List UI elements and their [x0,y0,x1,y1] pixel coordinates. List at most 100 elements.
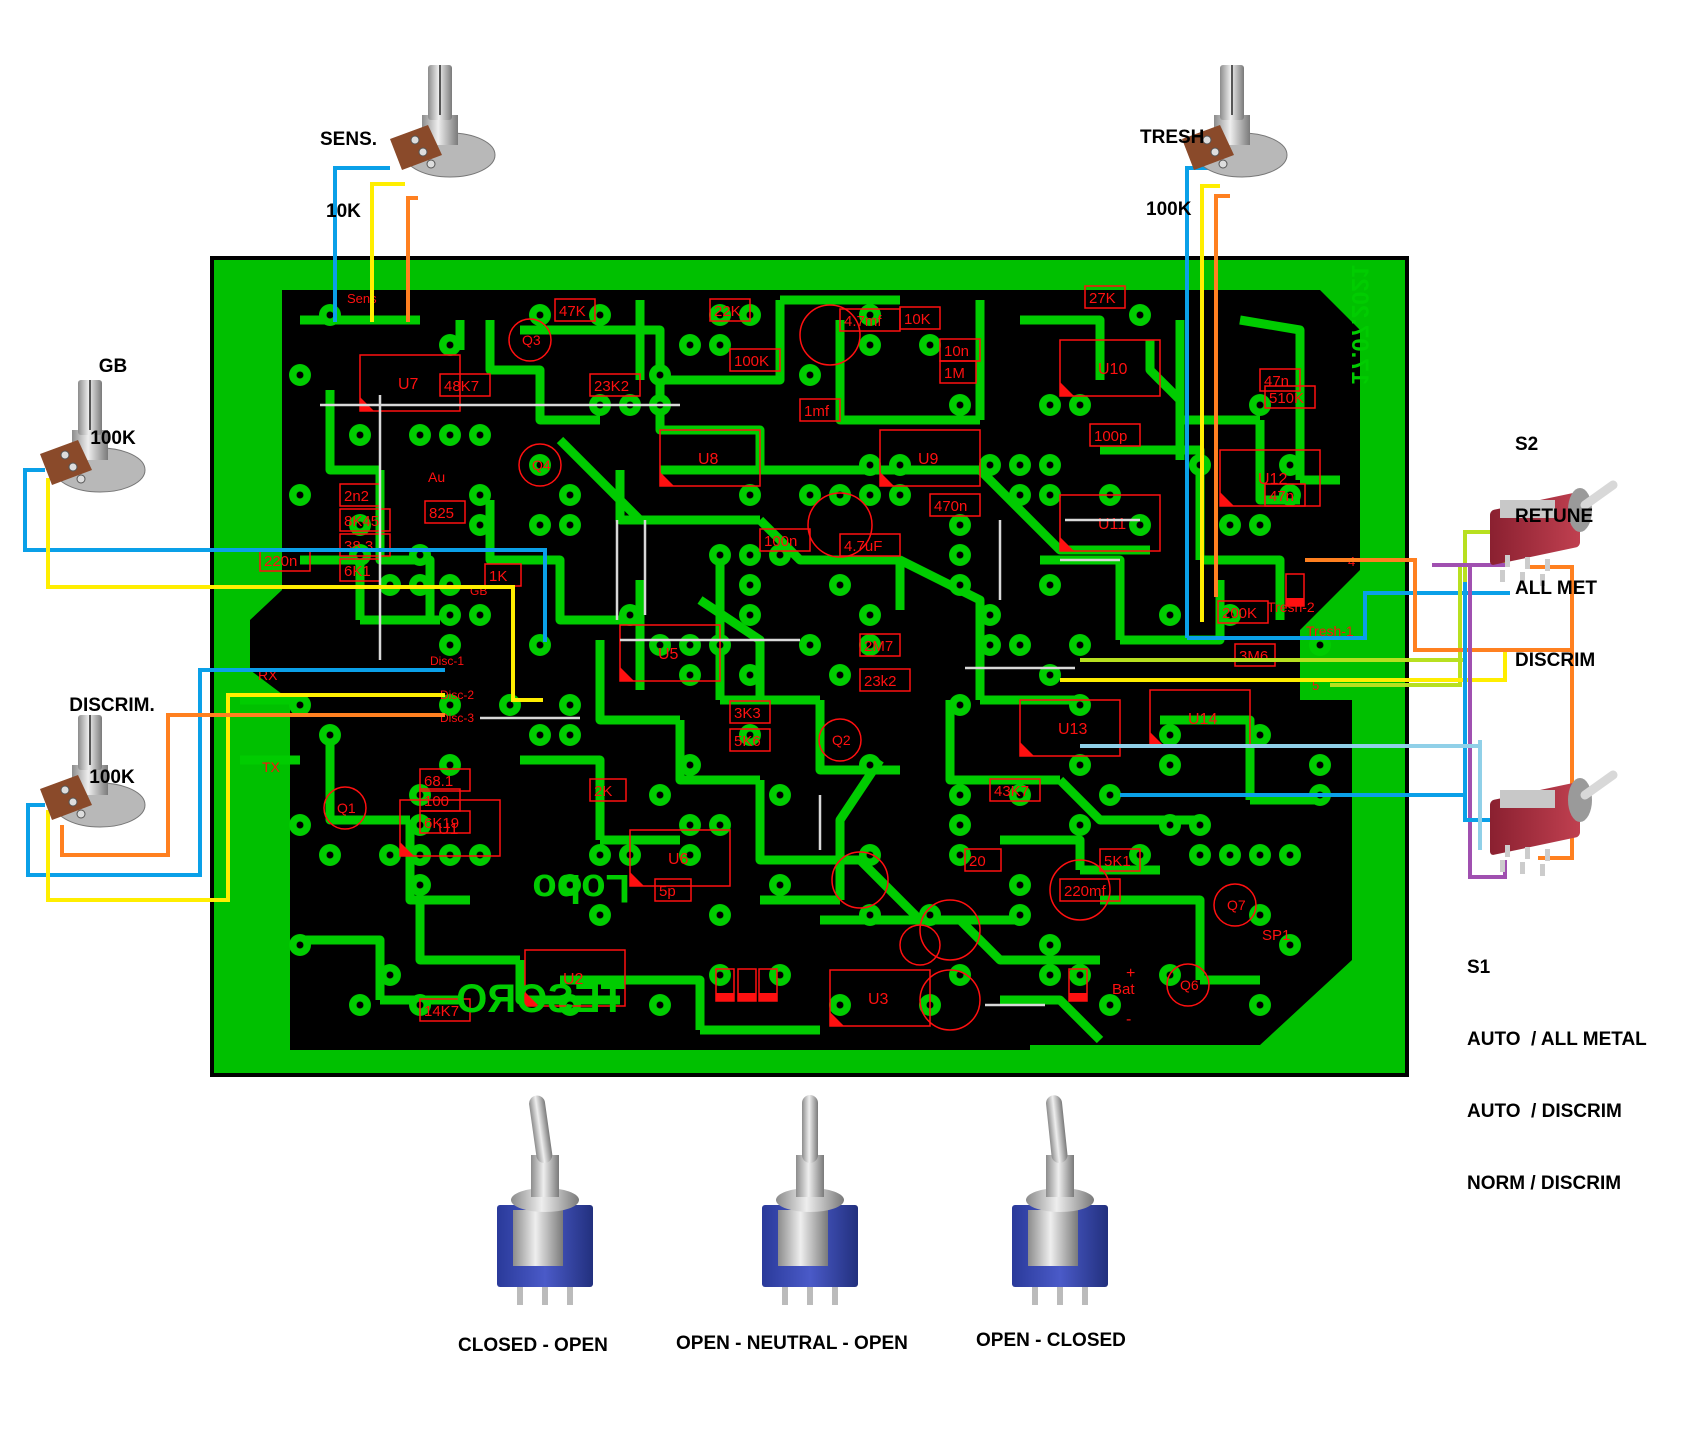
ic-outline-u6 [629,829,731,887]
resistor-value-label: 200K [1222,605,1257,622]
resistor-outline [729,348,781,372]
legend-switch-caption-1: CLOSED - OPEN [458,1335,608,1356]
pad-drill-hole [716,551,724,559]
resistor-outline [709,298,751,322]
toggle-switch-s1 [1490,770,1618,876]
switch-s2-mode-1: RETUNE [1515,506,1594,527]
capacitor-outline [759,528,811,552]
pad-drill-hole [1076,821,1084,829]
pad-drill-hole [1166,821,1174,829]
pad-drill-hole [866,611,874,619]
pad-drill-hole [656,371,664,379]
switch-nut [776,1188,844,1212]
pot-discrim-value: 100K [89,767,135,788]
pad-drill-hole [1076,761,1084,769]
pad-drill-hole [1286,851,1294,859]
pad-drill-hole [476,521,484,529]
ic-label-u5: U5 [658,646,679,663]
switch-pin [542,1287,548,1305]
ic-outline-u2 [524,949,626,1007]
transistor-label-q1: Q1 [337,800,356,816]
pot-terminal-board [40,775,92,820]
resistor-value-label: 43K7 [994,783,1029,800]
resistor-outline [424,500,466,524]
pad-drill-hole [416,881,424,889]
transistor-outline-q1 [323,786,367,830]
ic-label-u13: U13 [1058,721,1087,738]
pad-drill-hole [416,551,424,559]
pot-terminal-board [1182,125,1234,170]
pot-gb-name: GB [98,356,128,377]
switch-pin [1545,559,1550,571]
switch-pin [832,1287,838,1305]
pot-terminal-board [40,440,92,485]
ic-outline-u5 [619,624,721,682]
pad-drill-hole [746,731,754,739]
pad-drill-hole [506,701,514,709]
pad-drill-hole [986,611,994,619]
electrolytic-capacitor-outline [919,969,981,1031]
switch-lever [1580,770,1618,800]
pad-drill-hole [1166,611,1174,619]
wire-s2-lime-b [1330,563,1462,687]
switch-bracket [513,1210,563,1266]
pad-label-tresh2: Tresh-2 [1267,599,1315,615]
pad-drill-hole [956,701,964,709]
pad-drill-hole [686,341,694,349]
pad-drill-hole [566,521,574,529]
pad-drill-hole [746,671,754,679]
capacitor-value-label: 5p [659,883,676,900]
pot-label-tresh: TRESH 100K [1140,78,1204,246]
pad-drill-hole [746,491,754,499]
pad-drill-hole [1046,491,1054,499]
resistor-value-label: 68.1 [424,773,453,790]
diode-cathode-band [738,993,756,1001]
pad-drill-hole [446,761,454,769]
pad-drill-hole [686,761,694,769]
wire-discrim-yellow [46,693,445,902]
copper-trace [325,740,470,905]
resistor-outline [729,700,771,724]
pot-terminal [76,809,86,819]
pad-drill-hole [986,641,994,649]
pad-drill-hole [296,491,304,499]
pad-drill-hole [896,491,904,499]
resistor-outline [554,298,596,322]
capacitor-outline [1264,483,1306,507]
pot-terminal [68,797,78,807]
resistor-outline [729,728,771,752]
pad-drill-hole [1226,851,1234,859]
switch-pin [1505,555,1510,567]
pad-drill-hole [1256,851,1264,859]
pad-drill-hole [1256,521,1264,529]
pad-drill-hole [956,521,964,529]
wire-sens-yellow [370,182,405,322]
transistor-outline-q6 [1166,963,1210,1007]
pad-drill-hole [296,701,304,709]
potentiometer-sens [390,65,496,178]
pad-drill-hole [296,941,304,949]
pad-drill-hole [746,551,754,559]
resistor-value-label: 22K [714,303,741,320]
pad-drill-hole [1196,821,1204,829]
ic-pin1-marker [1220,492,1234,506]
ic-pin1-marker [1060,537,1074,551]
legend-switch-caption-3: OPEN - CLOSED [976,1330,1126,1351]
switch-s1-name: S1 [1467,957,1491,978]
resistor-outline [439,373,491,397]
pad-drill-hole [1256,911,1264,919]
pad-drill-hole [656,791,664,799]
ic-pin1-marker [880,472,894,486]
resistor-value-label: 6K19 [424,815,459,832]
pad-drill-hole [776,881,784,889]
capacitor-outline [1089,423,1141,447]
diode-cathode-band [1069,993,1087,1001]
switch-s2-name: S2 [1515,434,1539,455]
resistor-outline [859,633,901,657]
resistor-value-label: 510K [1269,390,1304,407]
pad-drill-hole [1016,461,1024,469]
switch-pin [1540,864,1545,876]
copper-trace [1100,895,1260,985]
switch-bracket [1500,790,1555,808]
wire-tresh-orange [1214,194,1230,597]
